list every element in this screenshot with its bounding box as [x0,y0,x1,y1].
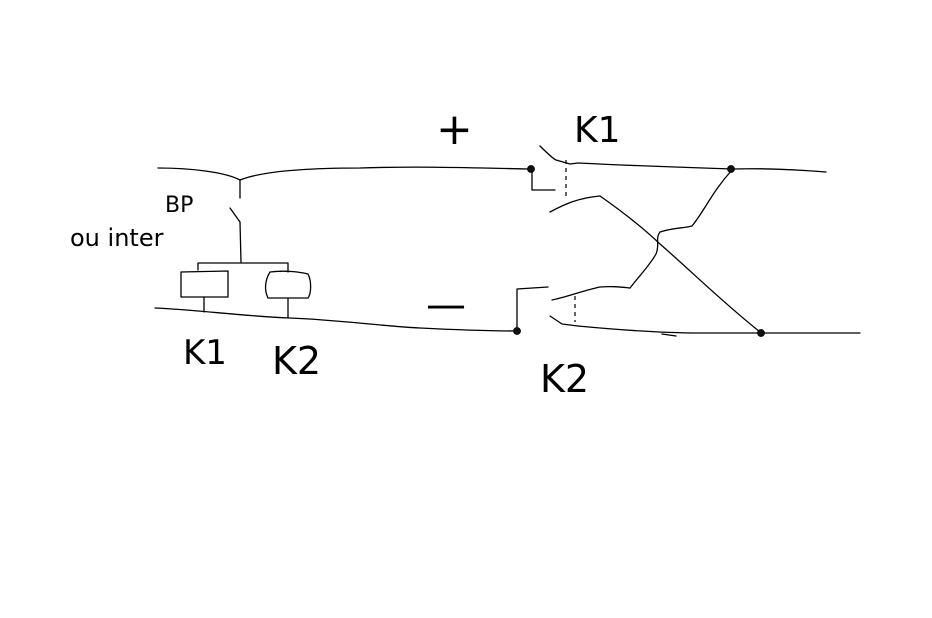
junction-dot [757,329,765,337]
coil-k2-label: K2 [272,339,321,383]
contact-k1-blade [549,195,601,213]
junction-dot [513,327,521,335]
positive-rail-right [577,162,827,173]
switch-label-line1: BP [165,193,193,218]
coil-branch-bar [197,262,289,273]
positive-label: + [436,104,473,155]
negative-rail [154,307,518,332]
contact-k1-stub [531,167,556,191]
negative-rail-right [577,325,861,334]
contact-k1-label: K1 [574,110,621,151]
switch-lower-lead [239,221,242,263]
cross-wire-k2-to-positive [629,169,733,289]
positive-rail [157,166,529,181]
coil-k1-label: K1 [183,333,227,373]
contact-k2-blade-top [551,285,631,301]
coil-k2-box [264,270,312,299]
negative-rail-mark [661,333,677,337]
cross-wire-k1-to-negative [599,195,761,333]
junction-dot [727,165,735,173]
contact-k2-stub [516,286,549,332]
junction-dot [527,165,535,173]
contact-k1-blade-top [539,145,579,165]
contact-k2-label: K2 [540,357,589,401]
negative-label: — [426,282,466,328]
switch-label-line2: ou inter [70,224,164,252]
switch-blade [229,207,241,223]
contact-k2-blade [549,315,579,327]
coil-k1-box [180,270,229,298]
